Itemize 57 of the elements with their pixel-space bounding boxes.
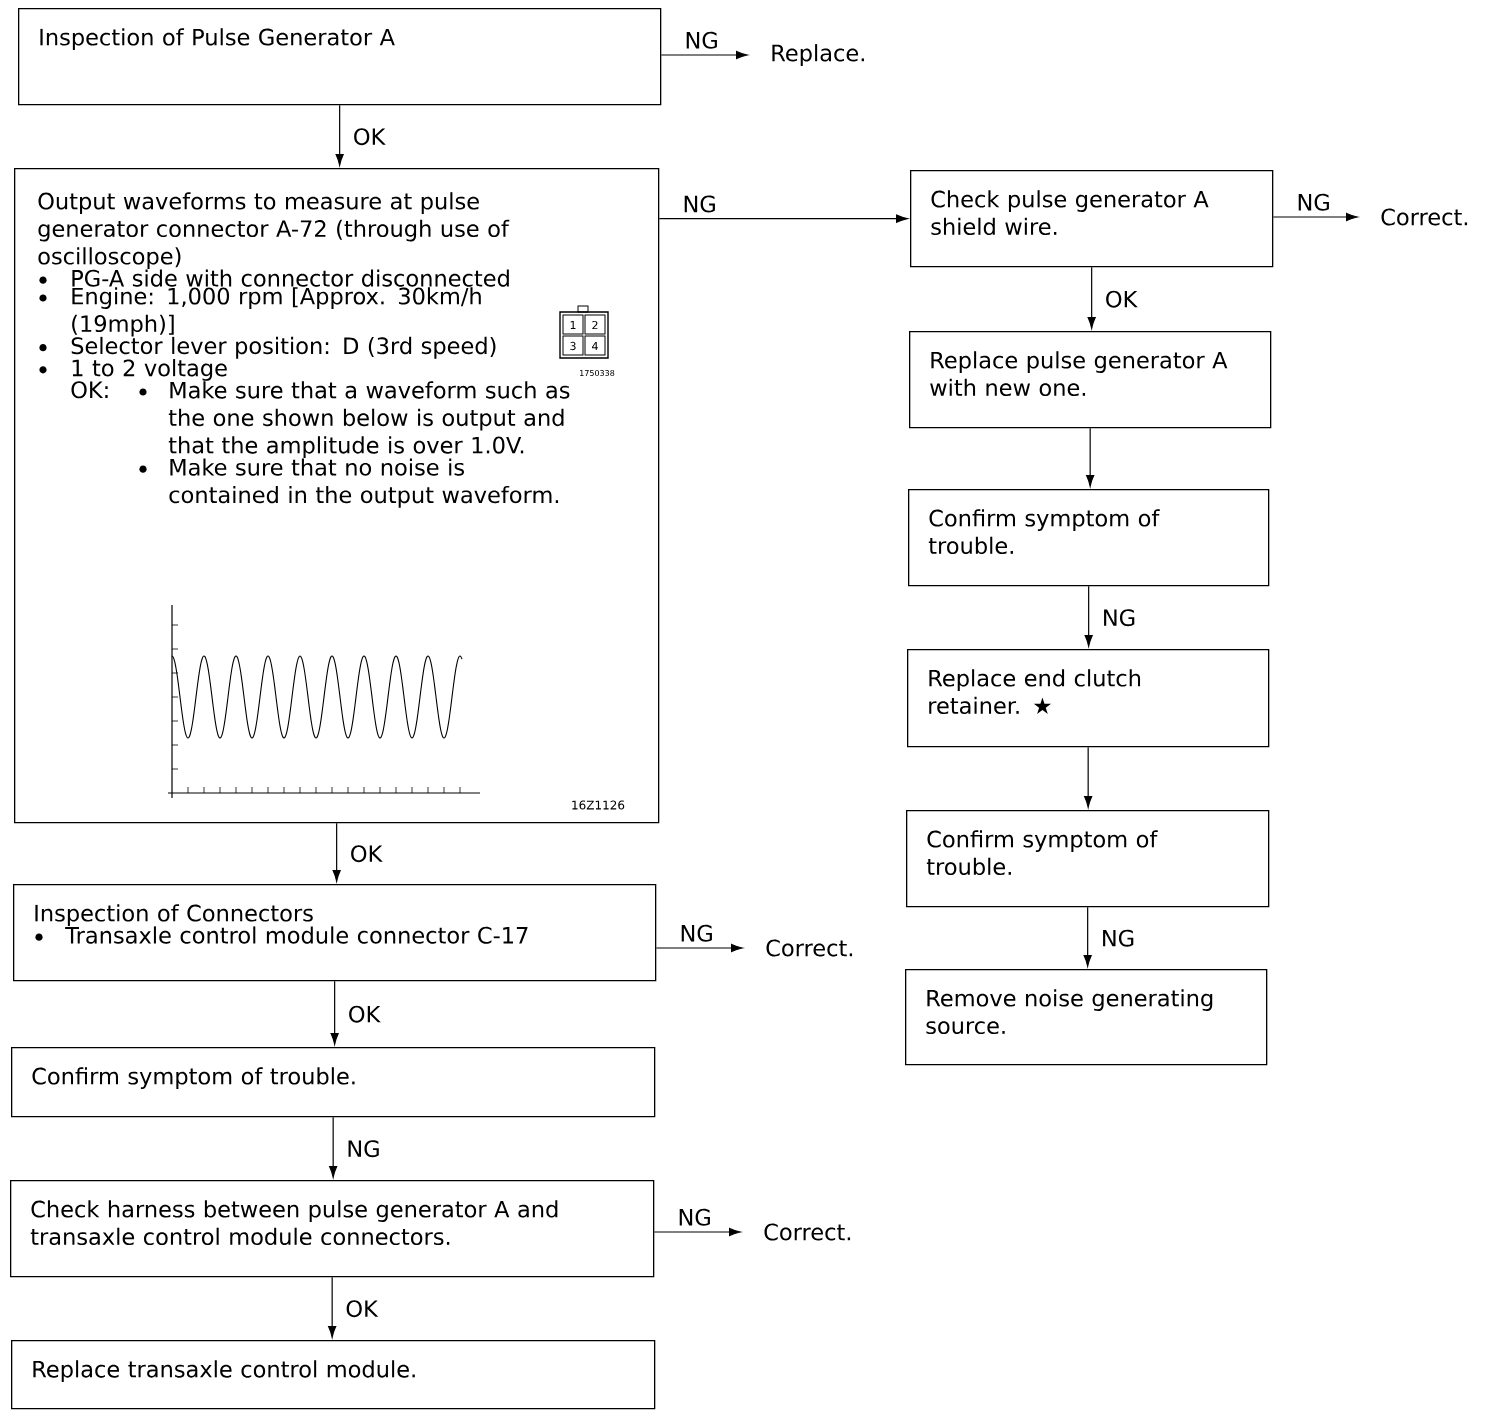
pin-number: 4 [592,342,598,350]
edge-label: NG [1099,928,1137,948]
arrow [335,104,344,166]
arrow [332,822,341,882]
edge-label: OK [1103,289,1139,309]
ok-label: OK: [71,381,108,399]
edge-label: OK [346,1004,382,1024]
result-text: Correct. [766,939,853,957]
process-box: Confirm symptom of trouble. [11,1047,656,1118]
process-box: Remove noise generating source. [905,969,1268,1066]
arrow [660,50,748,60]
process-box: Replace end clutch retainer. ★ [907,649,1270,748]
bullet-item: Make sure that no noise is contained in the output waveform. [139,458,559,508]
arrow [1084,746,1093,808]
bullet-item: PG-A side with connector disconnected [39,269,509,287]
edge-label: OK [344,1299,379,1319]
process-box: Confirm symptom of trouble. [908,489,1270,587]
edge-label: NG [676,1207,713,1227]
arrow [1087,266,1096,329]
figure-code: 1750338 [580,369,615,377]
bullet-item: Selector lever position: D (3rd speed) [39,336,496,359]
process-box: Replace pulse generator A with new one. [909,331,1272,429]
result-text: Correct. [1381,208,1468,226]
edge-label: NG [345,1139,382,1159]
process-box: Inspection of Connectors Transaxle control module connector C-17 [13,884,657,982]
instruction-text: Output waveforms to measure at pulse generator connector A-72 (through use of oscilloscope) [38,192,510,269]
result-text: Correct. [764,1223,851,1241]
edge-label: NG [1100,608,1138,628]
figure-code: 16Z1126 [572,800,625,810]
process-box: Confirm symptom of trouble. [906,810,1270,908]
bullet-item: Engine: 1,000 rpm [Approx. 30km/h (19mph)] [39,287,481,337]
edge-label: NG [683,30,720,50]
arrow [1272,212,1358,222]
edge-label: NG [1295,192,1332,212]
process-box: Inspection of Pulse Generator A [18,8,662,106]
edge-label: OK [351,127,387,147]
bullet-item: 1 to 2 voltage [39,359,227,381]
arrow [653,1227,741,1237]
arrow [655,943,743,953]
arrow [1083,906,1092,967]
pin-number: 1 [570,321,576,329]
edge-label: NG [681,194,718,214]
edge-label: OK [348,844,384,864]
arrow [330,980,339,1045]
result-text: Replace. [772,44,864,66]
pin-number: 2 [592,320,598,330]
arrow [1086,427,1095,487]
arrow [658,214,908,223]
process-box: Check pulse generator A shield wire. [910,170,1274,268]
arrow [1084,585,1093,647]
arrow [329,1116,338,1178]
process-box: Replace transaxle control module. [11,1340,656,1410]
pin-number: 3 [570,341,576,351]
edge-label: NG [678,923,715,943]
arrow [328,1276,337,1338]
process-box: Check harness between pulse generator A and transaxle control module connectors. [10,1180,655,1278]
bullet-item: Make sure that a waveform such as the one shown below is output and that the amplitude is over 1.0V. [139,381,570,458]
